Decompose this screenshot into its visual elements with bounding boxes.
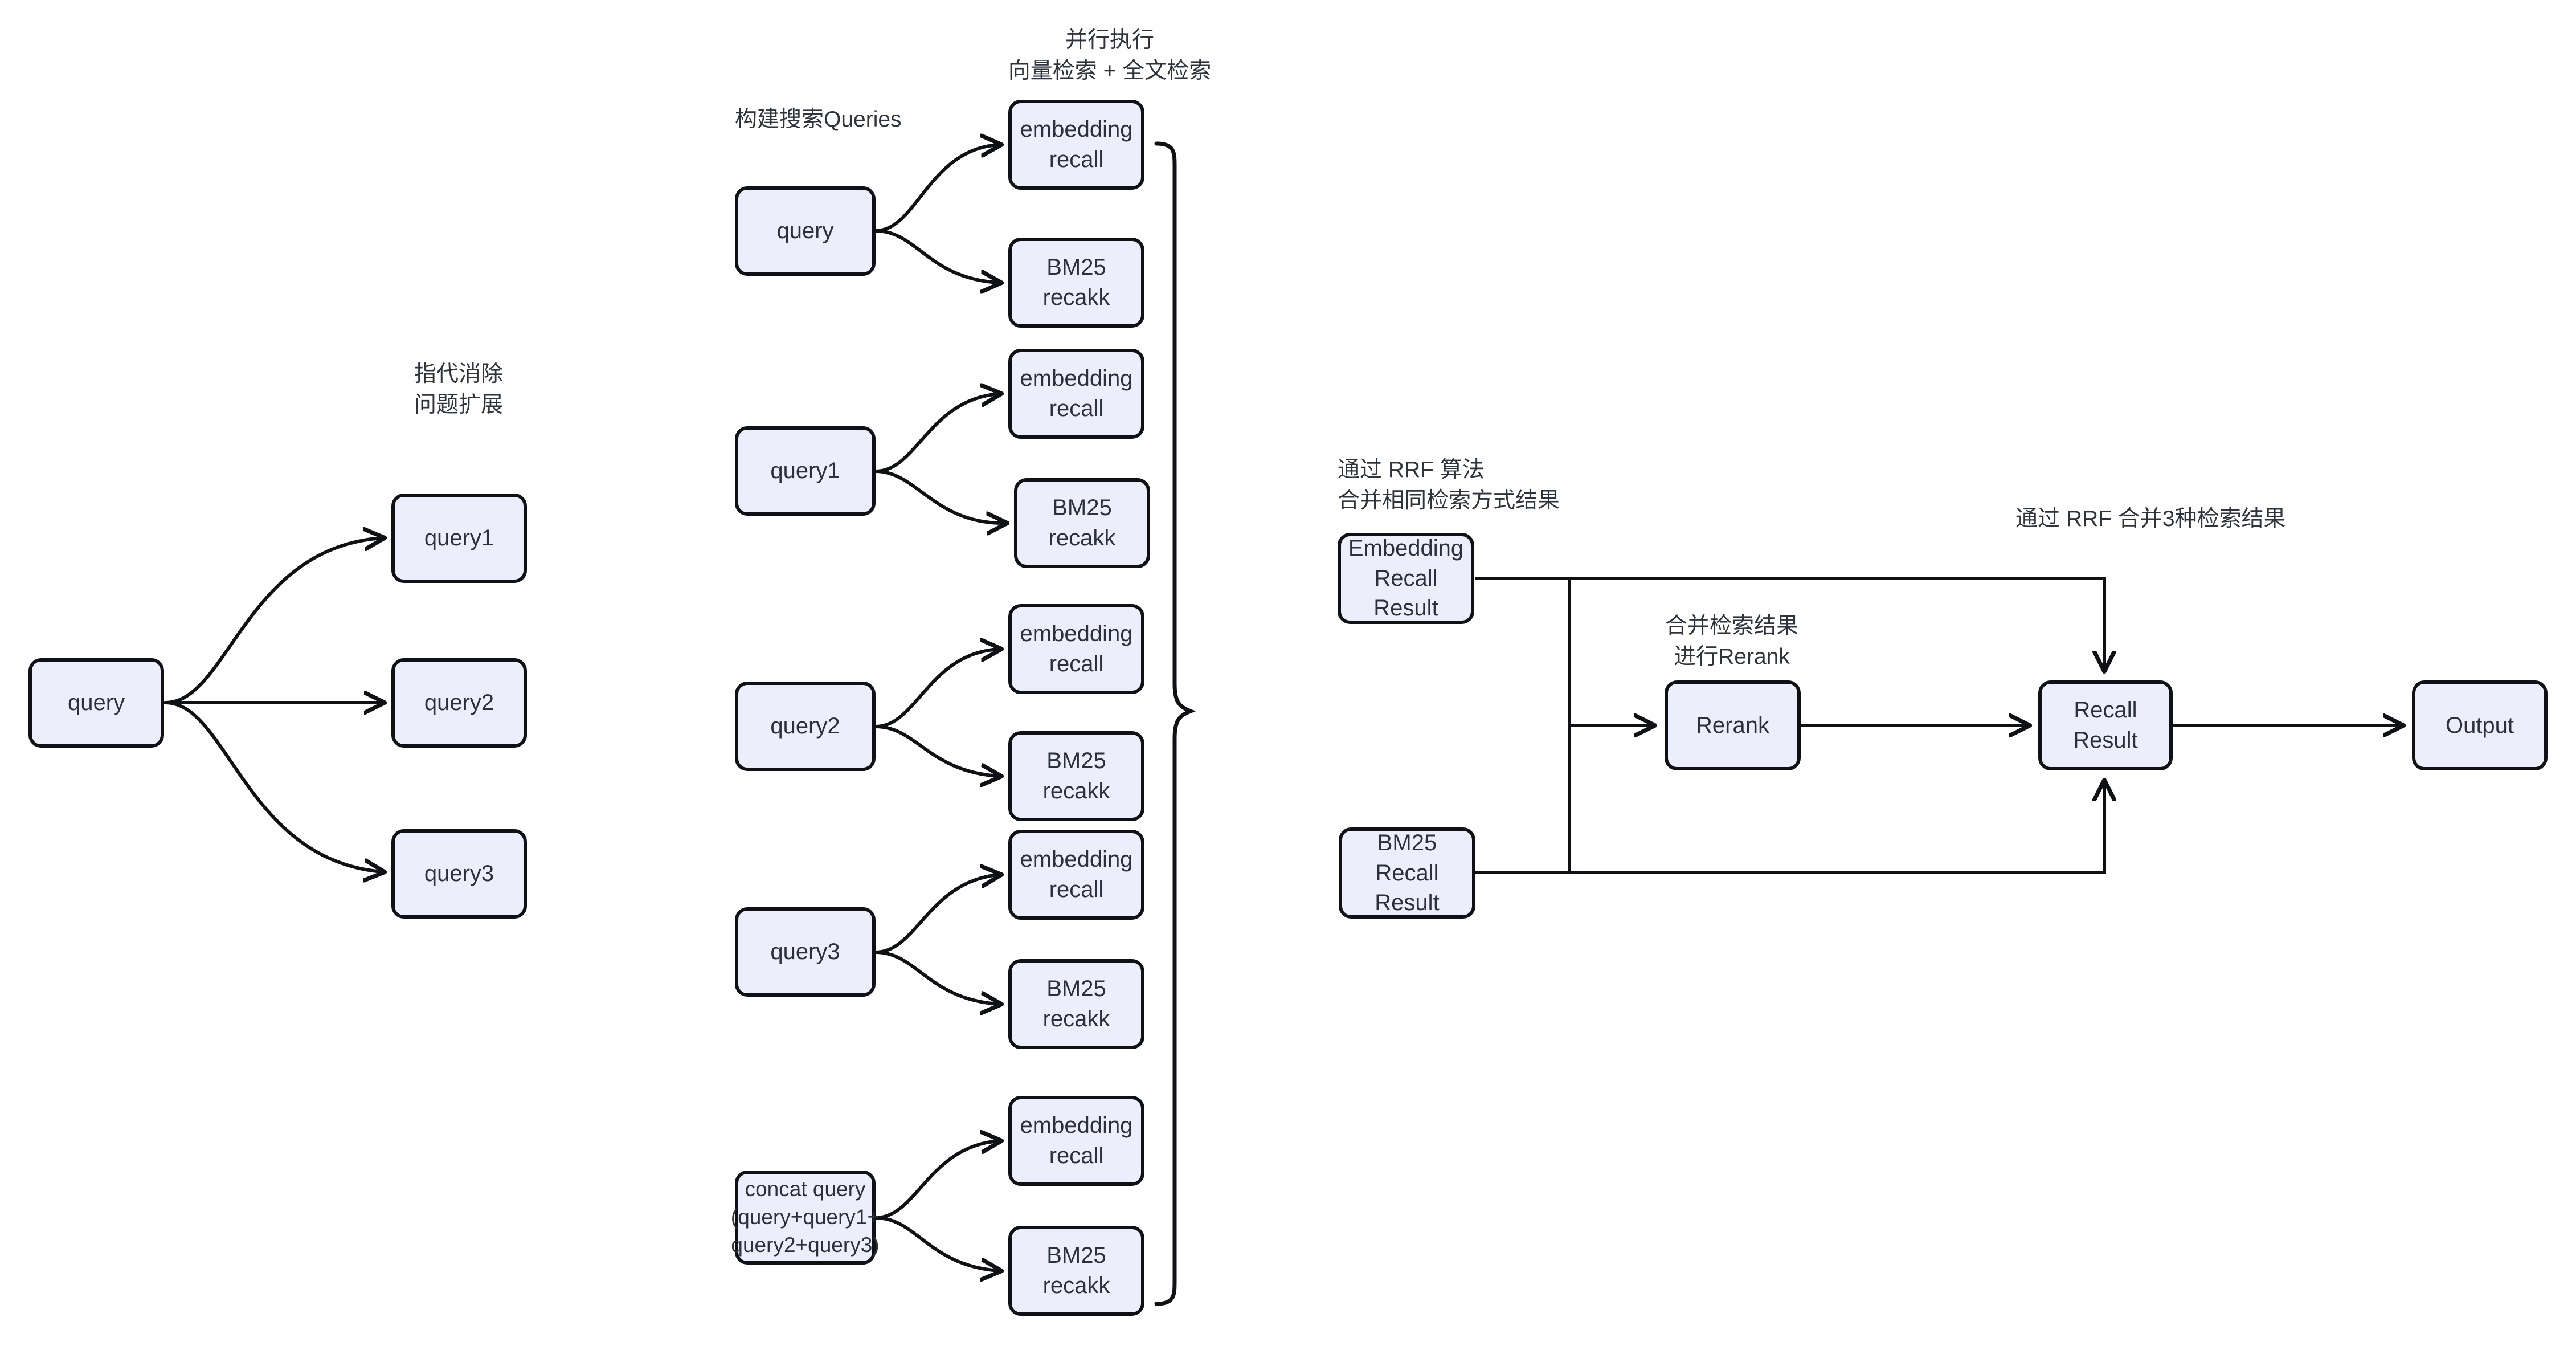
caption-build-queries: 构建搜索Queries	[735, 107, 902, 132]
node-stage2-query-0[interactable]: query	[735, 186, 876, 276]
node-embedding-recall-3[interactable]: embedding recall	[1008, 830, 1144, 920]
edge-q4-bm25	[874, 1216, 1000, 1271]
caption-rrf-three-results: 通过 RRF 合并3种检索结果	[2015, 507, 2286, 531]
edge-q3-embedding	[874, 875, 1000, 954]
node-bm25-recall-0[interactable]: BM25 recakk	[1008, 238, 1144, 328]
edge-q0-bm25	[874, 229, 1000, 283]
node-bm25-recall-2[interactable]: BM25 recakk	[1008, 731, 1144, 821]
edge-q1-bm25	[874, 470, 1005, 523]
node-bm25-recall-1[interactable]: BM25 recakk	[1014, 478, 1150, 568]
node-expansion-query1[interactable]: query1	[391, 494, 527, 583]
node-embedding-recall-2[interactable]: embedding recall	[1008, 604, 1144, 694]
edge-query-to-query3	[163, 701, 383, 872]
edge-q3-bm25	[874, 951, 1000, 1004]
node-embedding-recall-0[interactable]: embedding recall	[1008, 100, 1144, 190]
edge-q2-embedding	[874, 649, 1000, 728]
node-stage2-query-1[interactable]: query1	[735, 426, 876, 516]
node-bm25-recall-result[interactable]: BM25 Recall Result	[1339, 827, 1475, 919]
caption-parallel-exec: 并行执行 向量检索 + 全文检索	[1008, 28, 1212, 83]
node-embedding-recall-4[interactable]: embedding recall	[1008, 1096, 1144, 1186]
node-query-source[interactable]: query	[28, 658, 164, 748]
node-bm25-recall-4[interactable]: BM25 recakk	[1008, 1226, 1144, 1316]
node-expansion-query2[interactable]: query2	[391, 658, 527, 748]
node-stage2-query-2[interactable]: query2	[735, 682, 876, 771]
node-bm25-recall-3[interactable]: BM25 recakk	[1008, 959, 1144, 1049]
node-embedding-recall-1[interactable]: embedding recall	[1008, 349, 1144, 439]
edge-q4-embedding	[874, 1141, 1000, 1220]
node-recall-result[interactable]: Recall Result	[2038, 680, 2173, 770]
node-rerank[interactable]: Rerank	[1665, 680, 1801, 770]
node-embedding-recall-result[interactable]: Embedding Recall Result	[1338, 533, 1474, 624]
caption-rrf-same-method: 通过 RRF 算法 合并相同检索方式结果	[1338, 458, 1560, 513]
caption-merge-rerank: 合并检索结果 进行Rerank	[1665, 614, 1799, 669]
edge-q1-embedding	[874, 394, 1000, 473]
edge-q0-embedding	[874, 145, 1000, 233]
node-expansion-query3[interactable]: query3	[391, 829, 527, 919]
grouping-brace	[1154, 141, 1196, 1306]
node-stage2-concat-query[interactable]: concat query (query+query1+ query2+query…	[731, 1171, 880, 1265]
caption-query-expansion: 指代消除 问题扩展	[414, 362, 504, 417]
edge-query-to-query1	[163, 538, 383, 704]
edge-q2-bm25	[874, 725, 1000, 776]
node-output[interactable]: Output	[2412, 680, 2548, 770]
node-stage2-query-3[interactable]: query3	[735, 907, 876, 997]
edge-bm25res-bus	[1475, 782, 2104, 874]
